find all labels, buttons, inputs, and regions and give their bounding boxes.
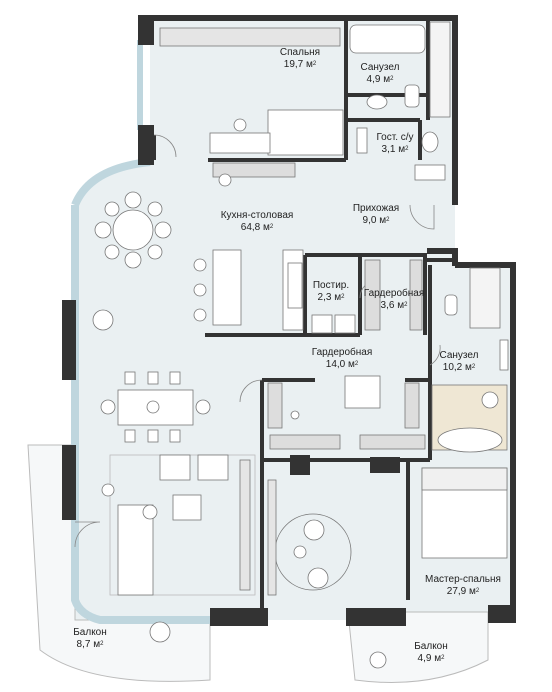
room-label-bedroom: Спальня 19,7 м2: [280, 47, 320, 71]
room-label-guest-wc: Гост. с/у 3,1 м2: [376, 132, 413, 156]
room-name: Санузел: [360, 62, 400, 73]
room-label-bathroom-2: Санузел 10,2 м2: [440, 350, 479, 374]
room-name: Постир.: [312, 280, 350, 291]
round-table: [94, 191, 172, 269]
master-bath-fixtures: [431, 267, 509, 453]
room-label-balcony-right: Балкон 4,9 м2: [414, 641, 448, 665]
room-name: Спальня: [279, 47, 321, 58]
room-area: 64,8 м2: [240, 222, 274, 233]
living-area: [101, 454, 256, 596]
room-area: 8,7 м2: [76, 639, 104, 650]
room-area: 27,9 м2: [446, 586, 480, 597]
room-name: Гардеробная: [363, 288, 425, 299]
room-name: Мастер-спальня: [425, 574, 501, 585]
room-label-kitchen-dining: Кухня-столовая 64,8 м2: [221, 210, 294, 234]
room-label-bathroom-1: Санузел 4,9 м2: [361, 62, 400, 86]
exterior-walls: [62, 15, 516, 626]
room-name: Прихожая: [352, 203, 400, 214]
room-area: 10,2 м2: [442, 362, 476, 373]
room-area: 9,0 м2: [362, 215, 390, 226]
plants: [92, 173, 387, 669]
room-label-master-bedroom: Мастер-спальня 27,9 м2: [425, 574, 501, 598]
room-area: 3,6 м2: [380, 300, 408, 311]
bathroom-fixtures: [349, 21, 451, 181]
bedroom-furniture: [159, 27, 344, 178]
master-bedroom-furniture: [267, 467, 508, 596]
room-name: Кухня-столовая: [220, 210, 294, 221]
room-area: 4,9 м2: [366, 74, 394, 85]
room-label-hallway: Прихожая 9,0 м2: [353, 203, 399, 227]
room-label-laundry: Постир. 2,3 м2: [313, 280, 349, 304]
room-area: 4,9 м2: [417, 653, 445, 664]
room-label-wardrobe-large: Гардеробная 14,0 м2: [312, 347, 373, 371]
room-name: Гардеробная: [311, 347, 373, 358]
room-area: 14,0 м2: [325, 359, 359, 370]
laundry-fixtures: [287, 259, 423, 334]
room-name: Балкон: [73, 627, 107, 638]
room-label-wardrobe-small: Гардеробная 3,6 м2: [364, 288, 425, 312]
room-area: 2,3 м2: [317, 292, 345, 303]
dining-table: [100, 371, 211, 443]
room-label-balcony-left: Балкон 8,7 м2: [73, 627, 107, 651]
room-area: 19,7 м2: [283, 59, 317, 70]
room-name: Гост. с/у: [376, 132, 414, 143]
room-area: 3,1 м2: [381, 144, 409, 155]
room-name: Балкон: [414, 641, 448, 652]
wardrobe-room: [267, 375, 426, 450]
interior-walls: [152, 20, 455, 620]
room-name: Санузел: [439, 350, 479, 361]
